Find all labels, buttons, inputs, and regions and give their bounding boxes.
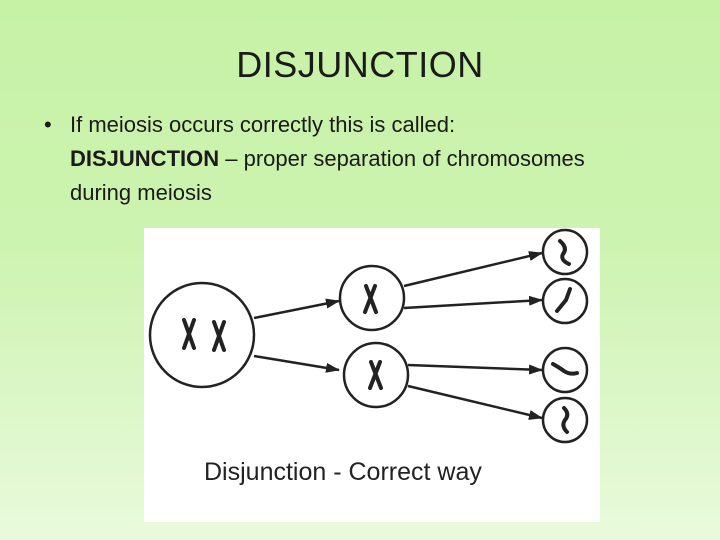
definition-tail-line: during meiosis [44, 176, 694, 210]
parent-cell [148, 281, 256, 389]
definition-text: proper separation of chromosomes [243, 146, 585, 171]
daughter-cell-lower [342, 341, 410, 409]
gamete-1-chromosome-icon [558, 239, 571, 266]
daughter-cell-upper [338, 264, 406, 332]
parent-chromosome-pair-icon [182, 318, 226, 352]
definition-tail: during meiosis [70, 180, 212, 205]
gamete-3-chromosome-icon [551, 362, 579, 376]
definition-line: DISJUNCTION – proper separation of chrom… [44, 142, 694, 176]
arrow-upper-to-gamete-1 [403, 251, 543, 288]
arrow-lower-to-gamete-3 [407, 363, 543, 375]
daughter-chromosome-upper-icon [363, 284, 378, 314]
gamete-4-chromosome-icon [561, 406, 570, 434]
bullet-dot-icon: • [44, 112, 52, 137]
bullet-intro-text: If meiosis occurs correctly this is call… [70, 112, 456, 137]
diagram-svg: Disjunction - Correct way [148, 228, 589, 486]
arrow-parent-to-upper-cell [253, 298, 340, 320]
definition-term: DISJUNCTION [70, 146, 220, 171]
arrow-upper-to-gamete-2 [403, 295, 543, 310]
definition-dash: – [225, 146, 238, 171]
arrow-lower-to-gamete-4 [407, 384, 543, 420]
disjunction-diagram: Disjunction - Correct way [144, 228, 600, 522]
bullet-list: • If meiosis occurs correctly this is ca… [44, 108, 694, 210]
gamete-cell-2 [541, 277, 589, 325]
gamete-cell-1 [541, 228, 589, 276]
bullet-item: • If meiosis occurs correctly this is ca… [44, 108, 694, 142]
slide-title: DISJUNCTION [236, 44, 484, 85]
term-underline: DISJUNCTION [70, 142, 219, 176]
gamete-cell-3 [541, 346, 589, 394]
gamete-cell-4 [541, 396, 589, 444]
figure-caption: Disjunction - Correct way [204, 458, 482, 486]
gamete-2-chromosome-icon [555, 287, 572, 313]
daughter-chromosome-lower-icon [368, 360, 383, 390]
arrow-parent-to-lower-cell [253, 354, 340, 373]
